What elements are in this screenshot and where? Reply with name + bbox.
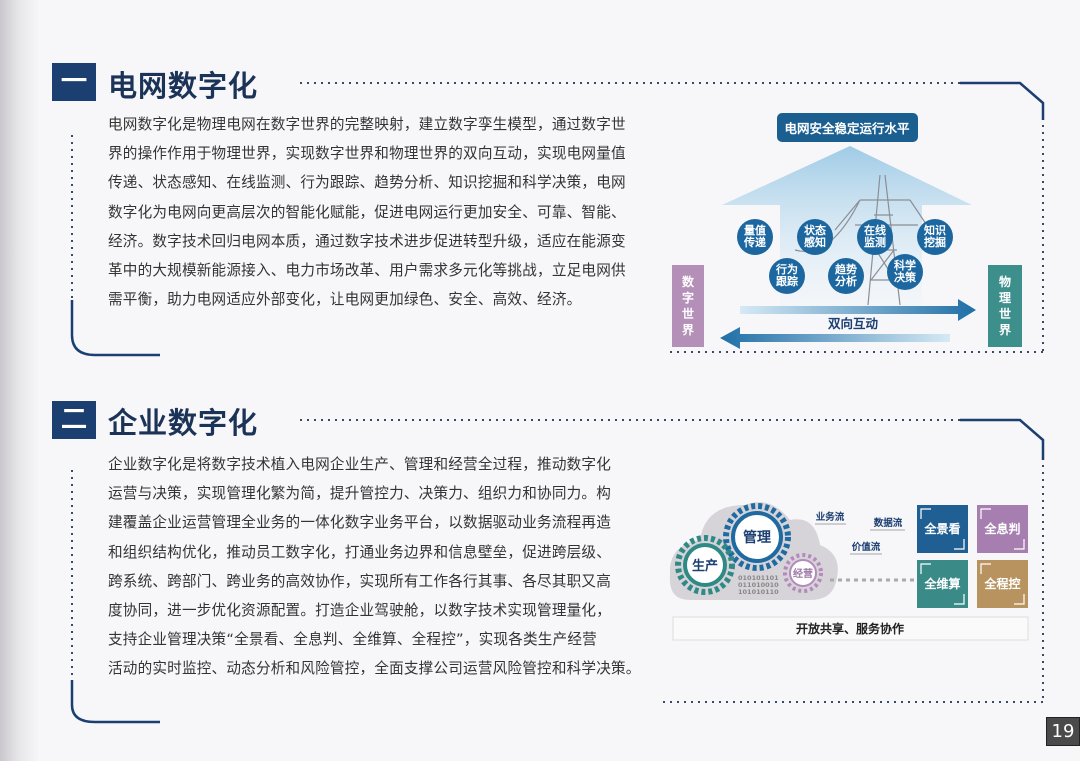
capability-tile: 全景看 xyxy=(917,505,968,553)
capability-circle: 趋势分析 xyxy=(828,258,864,294)
capability-circle: 知识挖掘 xyxy=(917,219,953,255)
text-line: 企业数字化是将数字技术植入电网企业生产、管理和经营全过程，推动数字化 xyxy=(108,456,611,473)
section-body-text: 电网数字化是物理电网在数字世界的完整映射，建立数字孪生模型，通过数字世 界的操作… xyxy=(108,110,638,314)
text-line: 数字化为电网向更高层次的智能化赋能，促进电网运行更加安全、可靠、智能、 xyxy=(108,203,626,221)
tile-background xyxy=(917,505,968,553)
physical-world-box xyxy=(988,265,1022,347)
gear-manage-icon xyxy=(723,503,791,571)
page-binding-shadow xyxy=(0,0,40,761)
tile-background xyxy=(917,560,968,608)
text-line: 建覆盖企业运营管理全业务的一体化数字业务平台，以数据驱动业务流程再造 xyxy=(108,514,611,532)
section-number-badge: 一 xyxy=(52,63,96,101)
gear-label: 管理 xyxy=(743,529,771,546)
gear-label: 经营 xyxy=(793,567,813,580)
binary-text: 011010010 xyxy=(738,581,779,589)
tile-label: 全息判 xyxy=(983,521,1020,536)
text-line: 和组织结构优化，推动员工数字化，打通业务边界和信息壁垒，促进跨层级、 xyxy=(108,543,611,561)
tile-label: 全景看 xyxy=(923,521,960,536)
left-arrow xyxy=(720,327,950,349)
gear-operation-icon xyxy=(783,553,823,593)
capability-circle: 行为跟踪 xyxy=(769,258,805,294)
top-label-box xyxy=(777,113,918,142)
tile-corner-marks xyxy=(920,563,965,605)
capability-label: 量值传递 xyxy=(744,224,766,249)
tile-corner-marks xyxy=(980,508,1025,550)
physical-world-label: 物理世界 xyxy=(998,275,1011,337)
text-line: 经济。数字技术回归电网本质，通过数字技术进步促进转型升级，适应在能源变 xyxy=(108,232,626,250)
section-title: 电网数字化 xyxy=(108,69,259,103)
section-title: 企业数字化 xyxy=(108,406,259,440)
tile-label: 全程控 xyxy=(983,576,1020,591)
digital-world-box xyxy=(672,265,704,347)
flow-label: 数据流 xyxy=(873,517,903,529)
capability-label: 在线监测 xyxy=(864,224,886,249)
text-line: 电网数字化是物理电网在数字世界的完整映射，建立数字孪生模型，通过数字世 xyxy=(108,116,626,133)
capability-tile: 全息判 xyxy=(977,505,1028,553)
text-line: 支持企业管理决策“全景看、全息判、全维算、全程控”，实现各类生产经营 xyxy=(108,631,597,649)
section-body-text: 企业数字化是将数字技术植入电网企业生产、管理和经营全过程，推动数字化 运营与决策… xyxy=(108,450,641,684)
section-number-badge: 二 xyxy=(52,401,96,439)
capability-circle: 状态感知 xyxy=(797,219,833,255)
capability-label: 状态感知 xyxy=(804,224,826,249)
capability-circle: 在线监测 xyxy=(857,219,893,255)
page-number: 19 xyxy=(1046,717,1080,746)
digital-world-label: 数字世界 xyxy=(681,275,694,337)
text-line: 需平衡，助力电网适应外部变化，让电网更加绿色、安全、高效、经济。 xyxy=(108,291,582,309)
tile-corner-marks xyxy=(920,508,965,550)
text-line: 传递、状态感知、在线监测、行为跟踪、趋势分析、知识挖掘和科学决策，电网 xyxy=(108,174,626,192)
capability-tile: 全维算 xyxy=(917,560,968,608)
text-line: 度协同，进一步优化资源配置。打造企业驾驶舱，以数字技术实现管理量化， xyxy=(108,601,611,619)
binary-text: 101010110 xyxy=(738,588,779,596)
capability-label: 行为跟踪 xyxy=(776,263,798,288)
footer-bar xyxy=(672,616,1029,641)
text-line: 跨系统、跨部门、跨业务的高效协作，实现所有工作各行其事、各尽其职又高 xyxy=(108,572,611,590)
capability-circle: 量值传递 xyxy=(737,219,773,255)
tile-background xyxy=(977,560,1028,608)
text-line: 界的操作作用于物理世界，实现数字世界和物理世界的双向互动，实现电网量值 xyxy=(108,145,626,163)
arrow-label: 双向互动 xyxy=(827,316,879,331)
gear-production-icon xyxy=(675,535,735,595)
tile-label: 全维算 xyxy=(923,576,960,591)
right-arrow xyxy=(740,299,976,321)
footer-label: 开放共享、服务协作 xyxy=(796,621,904,636)
gear-label: 生产 xyxy=(692,558,718,574)
tile-corner-marks xyxy=(980,563,1025,605)
capability-tile: 全程控 xyxy=(977,560,1028,608)
flow-label: 业务流 xyxy=(816,511,845,523)
text-line: 运营与决策，实现管理化繁为简，提升管控力、决策力、组织力和协同力。构 xyxy=(108,485,611,503)
capability-circle: 科学决策 xyxy=(887,254,923,290)
tile-background xyxy=(977,505,1028,553)
top-label: 电网安全稳定运行水平 xyxy=(784,121,910,136)
text-line: 活动的实时监控、动态分析和风险管控，全面支撑公司运营风险管控和科学决策。 xyxy=(108,660,641,678)
capability-label: 趋势分析 xyxy=(835,263,857,288)
capability-label: 科学决策 xyxy=(894,259,916,284)
text-line: 革中的大规模新能源接入、电力市场改革、用户需求多元化等挑战，立足电网供 xyxy=(108,261,626,279)
flow-label: 价值流 xyxy=(852,541,881,553)
capability-label: 知识挖掘 xyxy=(924,224,946,249)
binary-text: 010101101 xyxy=(738,574,779,582)
